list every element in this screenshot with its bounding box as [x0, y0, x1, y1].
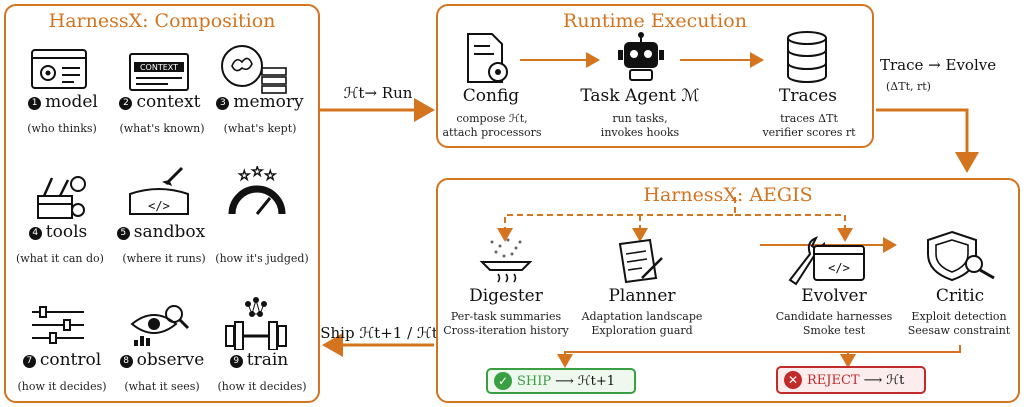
trace-evolve-sub: (ΔTt, rt) — [886, 80, 931, 93]
svg-text:CONTEXT: CONTEXT — [140, 63, 178, 72]
ship-arrow-icon: ⟶ — [555, 373, 574, 389]
aegis-title: HarnessX: AEGIS — [643, 184, 813, 206]
clipboard-plan-icon — [618, 238, 663, 284]
config-sub1: compose ℋt, — [456, 112, 528, 125]
reject-badge: ✕ REJECT ⟶ ℋt — [776, 366, 926, 394]
aegis-dashed-arrows — [497, 197, 853, 242]
svg-text:</>: </> — [828, 261, 850, 275]
config-sub2: attach processors — [442, 126, 542, 139]
trace-evolve-arrow — [876, 108, 979, 173]
planner-sub2: Exploration guard — [591, 324, 693, 337]
critic-label: Critic — [935, 286, 985, 306]
digester-label: Digester — [469, 286, 543, 306]
aegis-panel — [436, 178, 1020, 403]
runtime-title: Runtime Execution — [563, 10, 747, 32]
robot-icon — [618, 32, 664, 81]
gear-window-icon — [31, 49, 87, 89]
reject-target: ℋt — [886, 372, 905, 388]
agent-sub2: invokes hooks — [600, 126, 680, 139]
brain-database-icon — [221, 45, 287, 94]
svg-text:☆: ☆ — [251, 166, 264, 180]
config-doc-icon — [467, 33, 508, 83]
ship-badge: ✓ SHIP ⟶ ℋt+1 — [486, 368, 636, 394]
item-memory-desc: (what's kept) — [223, 122, 297, 135]
evolver-sub2: Smoke test — [802, 324, 866, 337]
composition-panel — [4, 4, 320, 403]
digester-sub2: Cross-iteration history — [443, 324, 569, 337]
critic-sub1: Exploit detection — [911, 310, 1007, 323]
evolver-label: Evolver — [801, 286, 867, 306]
planner-sub1: Adaptation landscape — [581, 310, 703, 323]
item-context-desc: (what's known) — [119, 122, 205, 135]
toolbox-icon — [37, 176, 86, 219]
agent-label: Task Agent ℳ — [580, 86, 700, 106]
digester-sub1: Per-task summaries — [450, 310, 562, 323]
item-judge-desc: (how it's judged) — [215, 252, 309, 265]
trace-evolve-label: Trace → Evolve — [880, 56, 997, 74]
reject-label: REJECT — [807, 372, 860, 388]
critic-sub2: Seesaw constraint — [907, 324, 1011, 337]
wrench-code-icon: </> — [788, 236, 865, 286]
gauge-stars-icon: ☆ ☆ ☆ — [228, 166, 286, 215]
ship-target: ℋt+1 — [577, 373, 616, 389]
run-arrow-label: ℋt→ Run — [343, 84, 413, 102]
evolver-sub1: Candidate harnesses — [775, 310, 893, 323]
funnel-filter-icon — [479, 238, 533, 283]
traces-sub2: verifier scores rt — [762, 126, 856, 139]
eye-magnifier-icon — [130, 305, 190, 346]
ship-back-label: Ship ℋt+1 / ℋt — [320, 324, 438, 342]
config-label: Config — [462, 86, 520, 106]
traces-sub1: traces ΔTt — [780, 112, 838, 125]
svg-text:☆: ☆ — [238, 168, 251, 184]
barbell-network-icon — [225, 297, 287, 350]
item-model-desc: (who thinks) — [27, 122, 97, 135]
planner-label: Planner — [608, 286, 676, 306]
item-observe-desc: (what it sees) — [124, 380, 200, 393]
sliders-icon — [32, 306, 84, 344]
agent-sub1: run tasks, — [612, 112, 668, 125]
context-doc-icon: CONTEXT — [129, 53, 189, 91]
item-sandbox-desc: (where it runs) — [122, 252, 206, 265]
traces-label: Traces — [779, 86, 837, 106]
svg-text:</>: </> — [148, 199, 170, 213]
x-icon: ✕ — [784, 371, 802, 389]
database-icon — [787, 31, 827, 83]
sandbox-code-icon: </> — [129, 166, 189, 215]
item-control-desc: (how it decides) — [17, 380, 107, 393]
shield-search-icon — [927, 230, 995, 282]
check-icon: ✓ — [494, 372, 512, 390]
composition-title: HarnessX: Composition — [48, 10, 276, 32]
item-tools-desc: (what it can do) — [16, 252, 104, 265]
runtime-panel — [436, 4, 874, 148]
reject-arrow-icon: ⟶ — [863, 372, 883, 388]
svg-text:☆: ☆ — [264, 168, 277, 184]
item-train-desc: (how it decides) — [217, 380, 307, 393]
ship-label: SHIP — [517, 373, 552, 389]
